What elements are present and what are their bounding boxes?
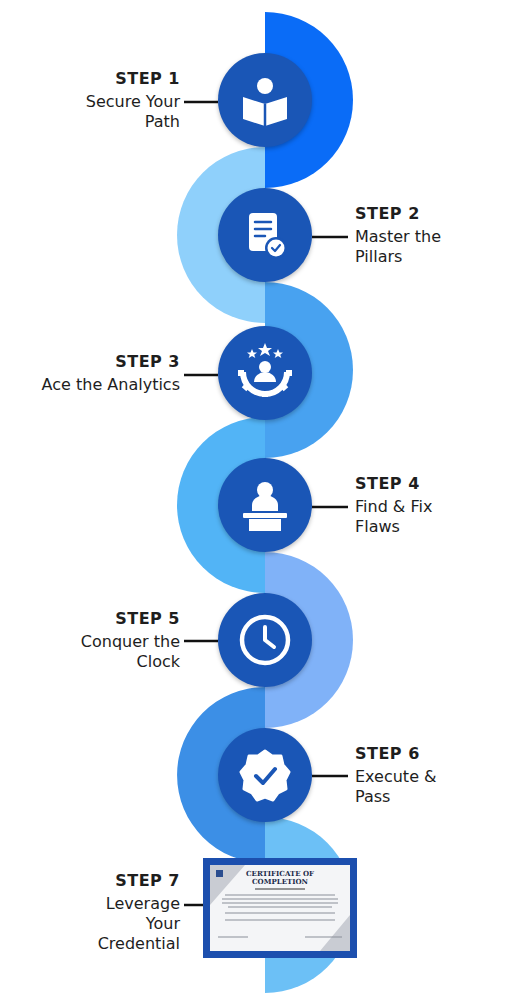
leader-line — [312, 775, 348, 778]
step-number: STEP 5 — [50, 609, 180, 629]
certificate-image — [210, 865, 350, 951]
step-label: STEP 1 Secure Your Path — [50, 69, 180, 132]
step-circle: STEP 2Master the Pillars — [218, 188, 312, 282]
step-title: Ace the Analytics — [0, 375, 180, 395]
step-label: STEP 5 Conquer the Clock — [50, 609, 180, 672]
step-number: STEP 1 — [50, 69, 180, 89]
clock-icon — [242, 617, 288, 663]
step-circle: STEP 3Ace the Analytics — [218, 326, 312, 420]
step-title: Conquer the Clock — [50, 632, 180, 672]
step-circle: STEP 5Conquer the Clock — [218, 593, 312, 687]
leader-line — [184, 904, 203, 907]
step-title: Master the Pillars — [355, 227, 475, 267]
step-number: STEP 7 — [80, 871, 180, 891]
step-label: STEP 4 Find & Fix Flaws — [355, 474, 475, 537]
step-number: STEP 6 — [355, 744, 475, 764]
certificate-heading: CERTIFICATE OF COMPLETION — [240, 870, 320, 886]
step-title: Secure Your Path — [50, 92, 180, 132]
document-icon — [249, 213, 287, 259]
expert-icon — [238, 343, 292, 397]
step-number: STEP 3 — [0, 352, 180, 372]
leader-line — [312, 236, 348, 239]
reader-icon — [243, 78, 287, 126]
step-number: STEP 4 — [355, 474, 475, 494]
leader-line — [184, 101, 218, 104]
leader-line — [184, 640, 218, 643]
badge-icon — [241, 751, 289, 800]
leader-lines — [184, 102, 348, 905]
presenter-icon — [243, 482, 287, 531]
step-label: STEP 2 Master the Pillars — [355, 204, 475, 267]
leader-line — [312, 506, 348, 509]
step-label: STEP 3 Ace the Analytics — [0, 352, 180, 395]
step-circle: STEP 6Execute & Pass — [218, 728, 312, 822]
step-number: STEP 2 — [355, 204, 475, 224]
leader-line — [184, 374, 218, 377]
step-title: Leverage Your Credential — [80, 894, 180, 954]
step-title: Execute & Pass — [355, 767, 475, 807]
step-circle: STEP 1Secure Your Path — [218, 53, 312, 147]
step-title: Find & Fix Flaws — [355, 497, 475, 537]
step-label: STEP 6 Execute & Pass — [355, 744, 475, 807]
step-circle: STEP 4Find & Fix Flaws — [218, 458, 312, 552]
step-label: STEP 7 Leverage Your Credential — [80, 871, 180, 954]
